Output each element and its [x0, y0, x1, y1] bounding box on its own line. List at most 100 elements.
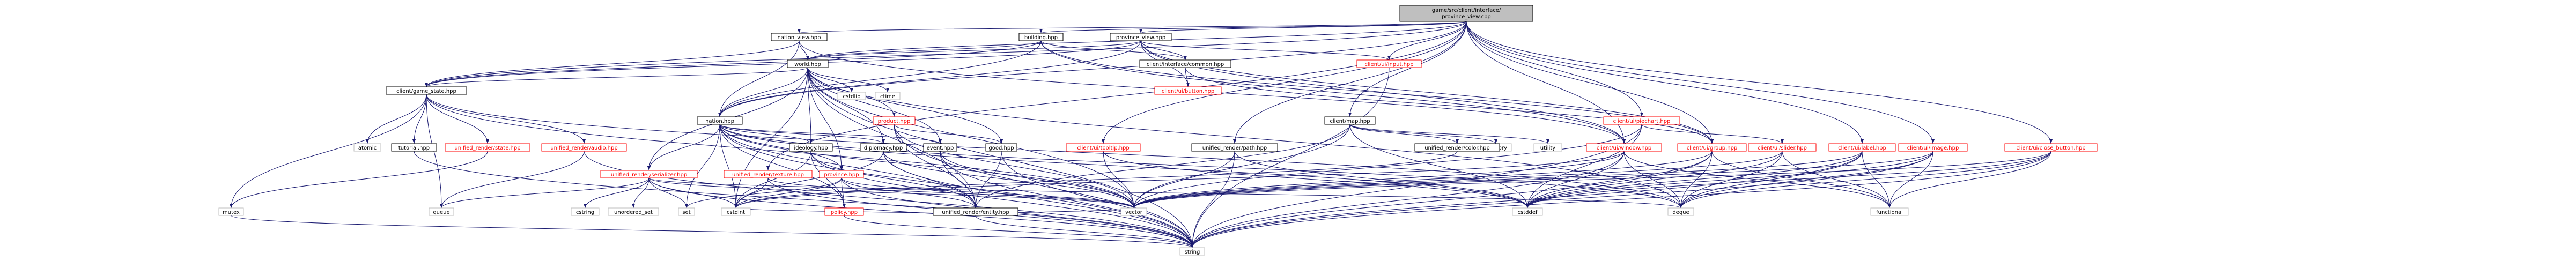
- edge-product-to-string: [894, 124, 1194, 248]
- node-box: [1898, 143, 1968, 152]
- node-label: nation.hpp: [705, 118, 734, 124]
- node-client-ui-tooltip[interactable]: client/ui/tooltip.hpp: [1066, 143, 1141, 152]
- edge-world-to-cstdlib: [807, 67, 853, 93]
- edge-nation-to-cstddef: [719, 124, 1529, 209]
- node-label: client/game_state.hpp: [396, 88, 456, 94]
- node-box: [860, 143, 907, 152]
- node-ur-serializer[interactable]: unified_render/serializer.hpp: [600, 170, 698, 178]
- node-label: event.hpp: [927, 145, 954, 151]
- node-root[interactable]: game/src/client/interface/province_view.…: [1399, 5, 1533, 22]
- edge-world-to-province: [807, 67, 843, 171]
- edge-ur_state-to-mutex: [230, 151, 488, 209]
- edge-root-to-nation: [718, 21, 1467, 117]
- edge-nation-to-ur_entity: [719, 124, 977, 209]
- edge-ur_serializer-to-set: [648, 177, 688, 209]
- node-box: [429, 207, 454, 216]
- edge-nation-to-deque: [719, 124, 1682, 209]
- node-client-ui-close-button[interactable]: client/ui/close_button.hpp: [2004, 143, 2098, 152]
- node-box: [837, 92, 866, 100]
- node-client-ui-label[interactable]: client/ui/label.hpp: [1828, 143, 1896, 152]
- edge-client_interface_common-to-client_ui_button: [1185, 67, 1190, 87]
- node-label: unified_render/entity.hpp: [942, 210, 1009, 215]
- edge-province-to-vector: [841, 177, 1135, 209]
- edge-world-to-ideology: [807, 67, 813, 144]
- edge-root-to-client_ui_input: [1387, 21, 1467, 61]
- node-box: [1603, 116, 1680, 125]
- edge-client_ui_group-to-functional: [1711, 151, 1891, 209]
- node-cstdint: cstdint: [721, 207, 751, 216]
- edge-root-to-building: [1039, 21, 1467, 34]
- node-cstdlib: cstdlib: [837, 92, 866, 100]
- node-tutorial[interactable]: tutorial.hpp: [391, 143, 437, 152]
- edge-client_ui_label-to-vector: [1132, 151, 1863, 209]
- node-event[interactable]: event.hpp: [923, 143, 957, 152]
- edge-ur_serializer-to-deque: [648, 177, 1682, 209]
- node-client-game-state[interactable]: client/game_state.hpp: [386, 86, 467, 95]
- node-product[interactable]: product.hpp: [873, 116, 916, 125]
- edge-client_ui_close_button-to-cstddef: [1526, 151, 2051, 209]
- node-ur-color[interactable]: unified_render/color.hpp: [1414, 143, 1500, 152]
- node-label: diplomacy.hpp: [864, 145, 903, 151]
- node-box: [1414, 143, 1500, 152]
- node-box: [1399, 5, 1533, 22]
- edge-client_game_state-to-tutorial: [412, 94, 427, 144]
- node-cstddef: cstddef: [1512, 207, 1543, 216]
- node-nation[interactable]: nation.hpp: [697, 116, 743, 125]
- edge-world-to-diplomacy: [807, 67, 885, 144]
- node-client-ui-button[interactable]: client/ui/button.hpp: [1154, 86, 1222, 95]
- node-ur-entity[interactable]: unified_render/entity.hpp: [933, 207, 1018, 216]
- node-ur-audio[interactable]: unified_render/audio.hpp: [541, 143, 627, 152]
- node-client-ui-piechart[interactable]: client/ui/piechart.hpp: [1603, 116, 1680, 125]
- node-world[interactable]: world.hpp: [787, 59, 829, 68]
- node-box: [445, 143, 530, 152]
- edge-province_view-to-nation: [718, 40, 1141, 117]
- node-client-ui-image[interactable]: client/ui/image.hpp: [1898, 143, 1968, 152]
- node-box: [2004, 143, 2098, 152]
- node-label: product.hpp: [878, 118, 911, 124]
- node-ur-state[interactable]: unified_render/state.hpp: [445, 143, 530, 152]
- node-label: tutorial.hpp: [398, 145, 430, 151]
- node-building[interactable]: building.hpp: [1018, 33, 1064, 41]
- node-box: [933, 207, 1018, 216]
- edge-building-to-client_interface_common: [1040, 40, 1187, 61]
- node-label: client/interface/common.hpp: [1147, 62, 1224, 68]
- edge-root-to-client_ui_close_button: [1466, 21, 2053, 144]
- node-client-ui-group[interactable]: client/ui/group.hpp: [1677, 143, 1747, 152]
- edge-building-to-client_ui_window: [1040, 40, 1626, 144]
- node-label: client/ui/piechart.hpp: [1613, 118, 1671, 124]
- node-label: unified_render/path.hpp: [1202, 145, 1267, 151]
- edge-province_view-to-client_ui_input: [1140, 40, 1391, 61]
- node-ur-texture[interactable]: unified_render/texture.hpp: [724, 170, 813, 178]
- node-nation-view[interactable]: nation_view.hpp: [771, 33, 828, 41]
- node-good[interactable]: good.hpp: [985, 143, 1017, 152]
- node-ur-path[interactable]: unified_render/path.hpp: [1191, 143, 1278, 152]
- edge-client_ui_label-to-functional: [1862, 151, 1891, 209]
- edge-client_ui_tooltip-to-cstddef: [1103, 151, 1529, 209]
- edge-client_map-to-ur_color: [1349, 124, 1459, 144]
- node-box: [541, 143, 627, 152]
- node-client-ui-input[interactable]: client/ui/input.hpp: [1356, 59, 1422, 68]
- node-box: [1512, 207, 1543, 216]
- edge-ur_serializer-to-cstring: [584, 177, 649, 209]
- node-label: province.hpp: [824, 172, 859, 178]
- node-box: [1748, 143, 1817, 152]
- node-unordered-set: unordered_set: [608, 207, 659, 216]
- node-province[interactable]: province.hpp: [819, 170, 864, 178]
- node-box: [1533, 143, 1562, 152]
- node-label: client/ui/input.hpp: [1364, 62, 1413, 68]
- node-ideology[interactable]: ideology.hpp: [789, 143, 833, 152]
- edge-province_view-to-client_game_state: [425, 40, 1141, 87]
- edge-client_ui_image-to-string: [1191, 151, 1933, 248]
- edge-root-to-client_ui_tooltip: [1102, 21, 1467, 144]
- node-province-view[interactable]: province_view.hpp: [1110, 33, 1172, 41]
- node-diplomacy[interactable]: diplomacy.hpp: [860, 143, 907, 152]
- node-client-map[interactable]: client/map.hpp: [1324, 116, 1376, 125]
- edge-client_ui_window-to-deque: [1623, 151, 1682, 209]
- node-client-ui-window[interactable]: client/ui/window.hpp: [1586, 143, 1662, 152]
- node-client-interface-common[interactable]: client/interface/common.hpp: [1139, 59, 1231, 68]
- node-client-ui-slider[interactable]: client/ui/slider.hpp: [1748, 143, 1817, 152]
- node-policy[interactable]: policy.hpp: [824, 207, 864, 216]
- edge-root-to-client_ui_image: [1466, 21, 1935, 144]
- node-vector: vector: [1120, 207, 1147, 216]
- edge-client_ui_image-to-functional: [1888, 151, 1933, 209]
